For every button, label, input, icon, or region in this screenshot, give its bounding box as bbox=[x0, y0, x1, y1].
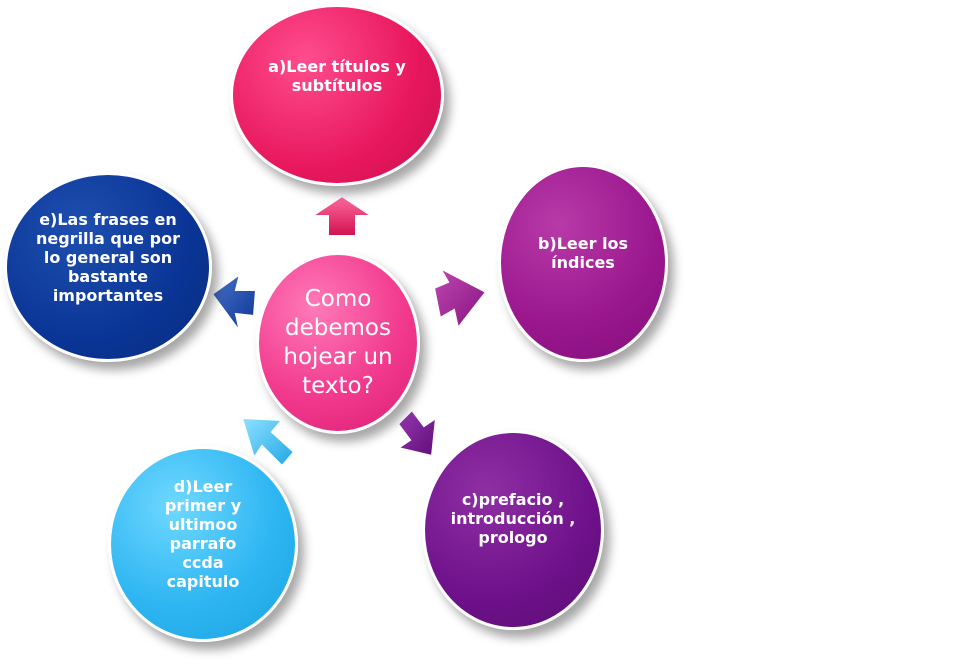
arrow-to-c bbox=[395, 408, 438, 458]
node-e-label: e)Las frases en negrilla que por lo gene… bbox=[35, 209, 180, 305]
node-e-negrilla: e)Las frases en negrilla que por lo gene… bbox=[4, 172, 212, 362]
arrow-to-d bbox=[240, 416, 296, 468]
arrow-to-a bbox=[308, 194, 376, 237]
center-node: Como debemos hojear un texto? bbox=[256, 252, 420, 434]
node-a-label: a)Leer títulos y subtítulos bbox=[268, 57, 406, 95]
node-a-titles: a)Leer títulos y subtítulos bbox=[230, 4, 444, 186]
node-b-label: b)Leer los índices bbox=[537, 234, 629, 272]
node-b-indices: b)Leer los índices bbox=[498, 164, 668, 362]
node-d-label: d)Leer primer y ultimoo parrafo ccda cap… bbox=[164, 477, 242, 591]
arrow-to-e bbox=[210, 271, 258, 333]
center-label: Como debemos hojear un texto? bbox=[283, 286, 393, 399]
node-d-parrafo: d)Leer primer y ultimoo parrafo ccda cap… bbox=[108, 446, 298, 642]
arrow-to-b bbox=[432, 265, 488, 331]
node-c-prefacio: c)prefacio , introducción , prologo bbox=[422, 430, 604, 630]
node-c-label: c)prefacio , introducción , prologo bbox=[450, 489, 576, 547]
